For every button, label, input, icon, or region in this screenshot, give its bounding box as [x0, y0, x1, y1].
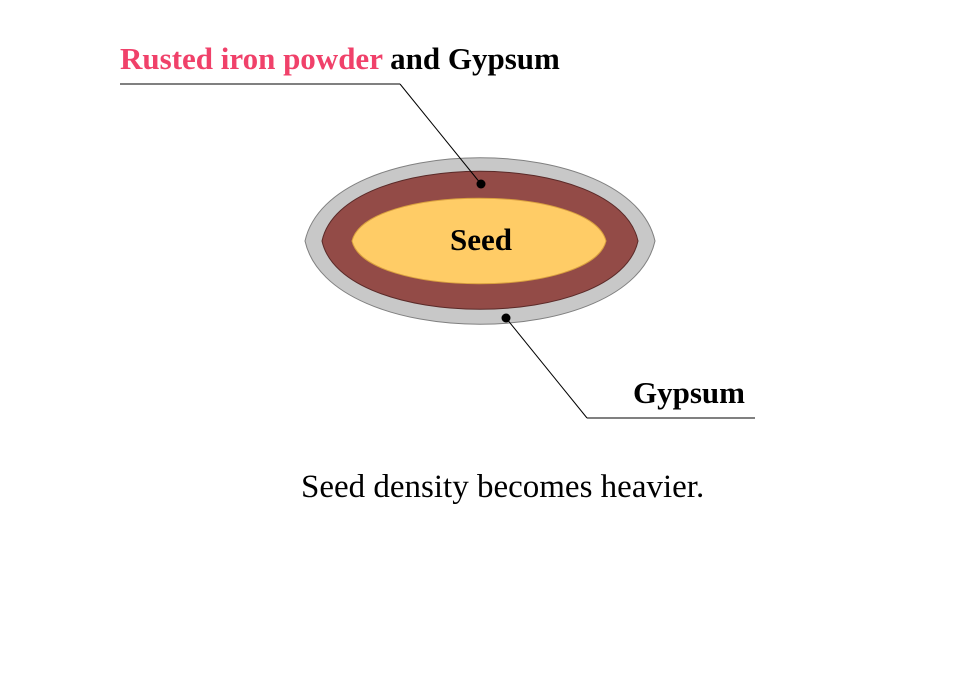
- top-callout-label: Rusted iron powder and Gypsum: [120, 41, 560, 76]
- seed-core: [351, 197, 607, 285]
- top-callout-rest: and Gypsum: [382, 41, 560, 76]
- top-callout-highlight: Rusted iron powder: [120, 41, 383, 76]
- bottom-callout-label: Gypsum: [633, 375, 745, 410]
- top-callout-leader: [399, 83, 482, 185]
- top-callout-dot: [476, 179, 486, 189]
- diagram-caption: Seed density becomes heavier.: [301, 469, 704, 505]
- seed-label: Seed: [450, 222, 512, 257]
- bottom-callout-leader: [505, 317, 588, 419]
